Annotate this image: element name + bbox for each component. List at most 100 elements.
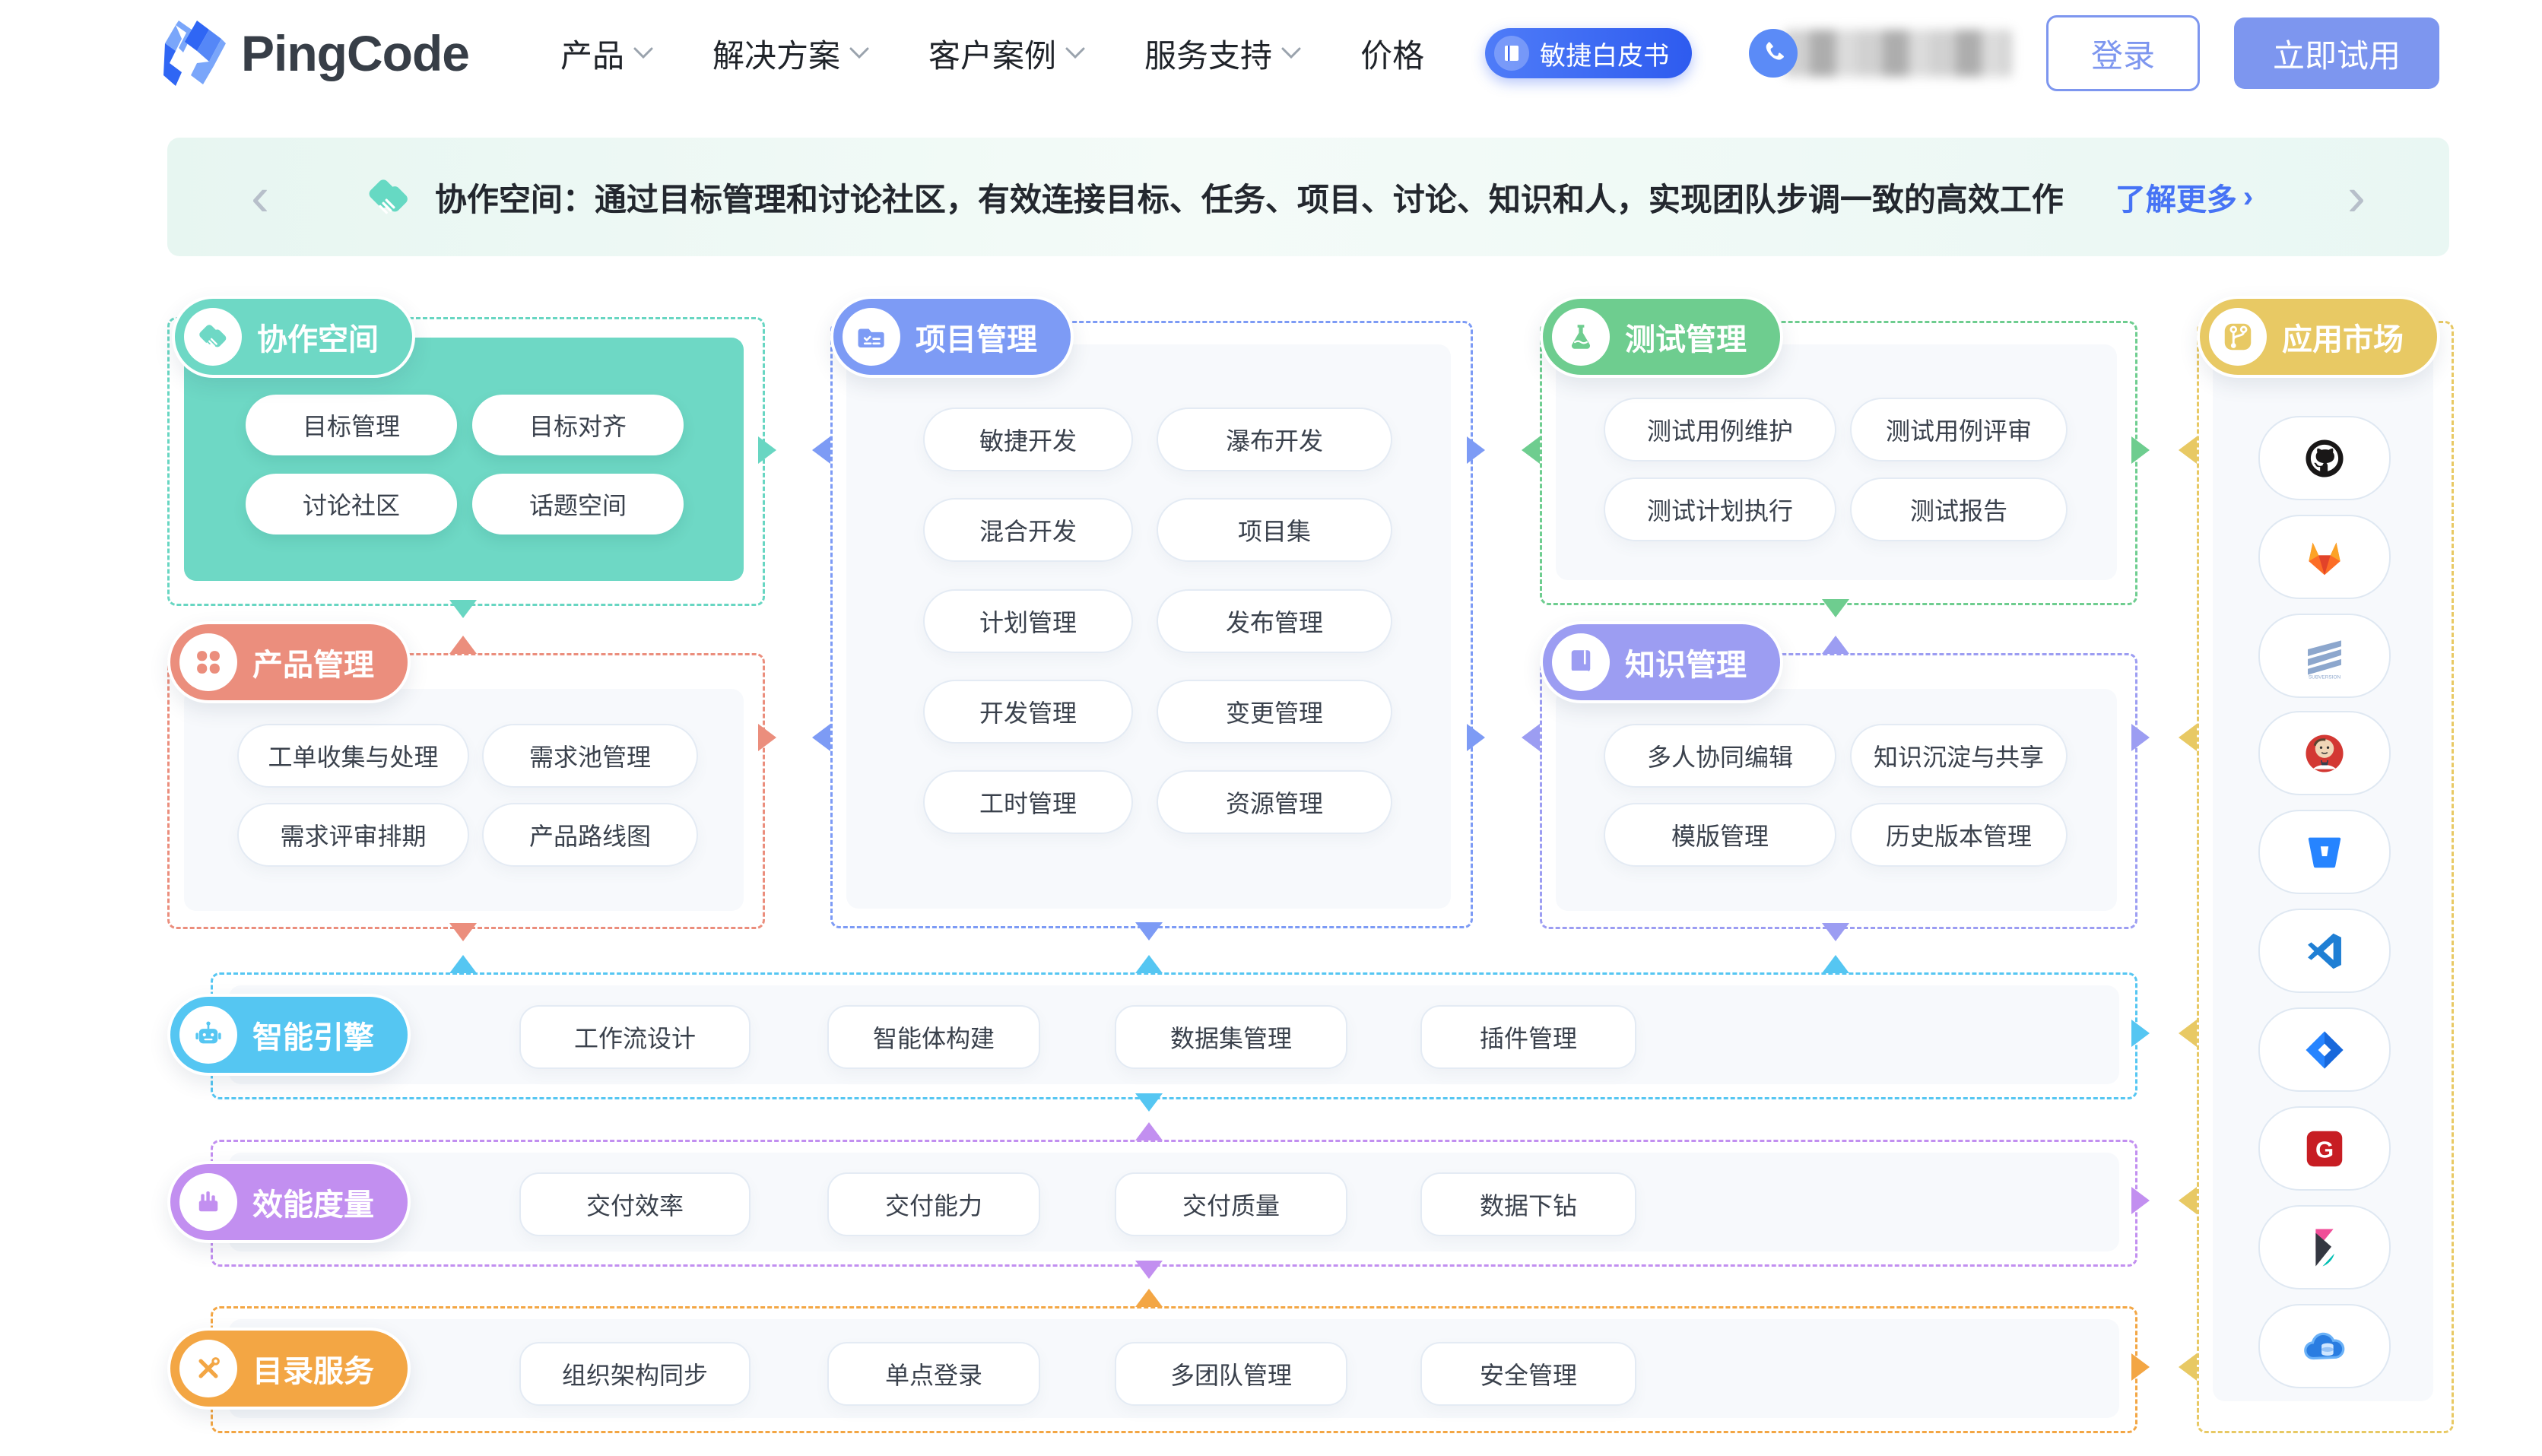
handshake-icon: [184, 308, 242, 366]
flow-arrow: [2179, 1187, 2197, 1214]
flow-arrow: [1135, 1093, 1163, 1112]
main-nav: 产品 解决方案 客户案例 服务支持 价格: [560, 30, 1424, 77]
feature-chip: 数据下钻: [1420, 1172, 1636, 1236]
nav-solutions[interactable]: 解决方案: [712, 30, 869, 77]
feature-chip: 讨论社区: [246, 474, 457, 535]
flow-arrow: [1135, 1289, 1163, 1307]
whitepaper-book-icon: [1494, 36, 1530, 71]
gitee-icon: G: [2306, 1131, 2343, 1166]
feature-chip: 测试用例评审: [1850, 398, 2068, 462]
flow-arrow: [1135, 1261, 1163, 1279]
nav-support[interactable]: 服务支持: [1144, 30, 1301, 77]
feature-chip: 安全管理: [1420, 1342, 1636, 1406]
flow-arrow: [758, 724, 776, 751]
feature-chip: 目标对齐: [472, 395, 684, 455]
feature-chip: 数据集管理: [1115, 1005, 1347, 1069]
banner-text: 协作空间：通过目标管理和讨论社区，有效连接目标、任务、项目、讨论、知识和人，实现…: [434, 181, 2064, 217]
pingcode-logo-icon: [163, 21, 226, 86]
feature-chip: 交付效率: [519, 1172, 751, 1236]
app-item: SUBVERSION: [2258, 614, 2391, 698]
feature-chip: 测试计划执行: [1604, 477, 1836, 541]
flow-arrow: [2131, 1187, 2150, 1214]
feature-chip: 瀑布开发: [1157, 408, 1392, 471]
blurred-phone-number: [1784, 30, 2012, 77]
feature-chip: 工时管理: [923, 770, 1133, 834]
feature-chip: 目标管理: [246, 395, 457, 455]
app-item: G: [2258, 1106, 2391, 1191]
feature-chip: 组织架构同步: [519, 1342, 751, 1406]
handshake-icon: [369, 179, 408, 214]
feature-chip: 单点登录: [827, 1342, 1040, 1406]
chevron-down-icon: [1281, 47, 1301, 59]
jenkins-icon: [2306, 734, 2344, 772]
flow-arrow: [1467, 724, 1485, 751]
chevron-down-icon: [1065, 47, 1085, 59]
flow-arrow: [1135, 955, 1163, 973]
svg-text:SUBVERSION: SUBVERSION: [2309, 674, 2341, 679]
feature-chip: 历史版本管理: [1850, 803, 2068, 867]
metrics-block: 交付效率 交付能力 交付质量 数据下钻: [211, 1140, 2137, 1267]
collab-space-block: 目标管理 目标对齐 讨论社区 话题空间: [167, 317, 765, 606]
clover-icon: [179, 633, 237, 691]
flow-arrow: [1135, 922, 1163, 941]
flow-arrow: [1467, 436, 1485, 464]
ai-engine-block: 工作流设计 智能体构建 数据集管理 插件管理: [211, 972, 2137, 1099]
product-mgmt-title-pill: 产品管理: [167, 621, 411, 703]
flow-arrow: [1822, 599, 1849, 617]
app-item: [2258, 515, 2391, 599]
feature-chip: 发布管理: [1157, 589, 1392, 653]
flow-arrow: [758, 436, 776, 464]
pingcode-logo[interactable]: PingCode: [163, 19, 470, 87]
robot-icon: [179, 1006, 237, 1064]
knowledge-mgmt-panel: [1556, 689, 2117, 911]
nav-products[interactable]: 产品: [560, 30, 653, 77]
test-mgmt-title-pill: 测试管理: [1540, 296, 1783, 378]
nav-cases[interactable]: 客户案例: [928, 30, 1085, 77]
feature-chip: 敏捷开发: [923, 408, 1133, 471]
feature-chip: 计划管理: [923, 589, 1133, 653]
collab-space-title-pill: 协作空间: [172, 296, 415, 378]
directory-service-block: 组织架构同步 单点登录 多团队管理 安全管理: [211, 1306, 2137, 1433]
flow-arrow: [1822, 923, 1849, 941]
feature-chip: 多人协同编辑: [1604, 724, 1836, 788]
flow-arrow: [1822, 636, 1849, 654]
subversion-icon: SUBVERSION: [2308, 639, 2341, 680]
knowledge-mgmt-title-pill: 知识管理: [1540, 621, 1783, 703]
flow-arrow: [2179, 1353, 2197, 1381]
flow-arrow: [812, 436, 830, 464]
feature-chip: 模版管理: [1604, 803, 1836, 867]
project-mgmt-title-pill: 项目管理: [830, 296, 1074, 378]
flow-arrow: [1135, 1122, 1163, 1140]
flow-arrow: [2131, 724, 2150, 751]
feature-chip: 交付能力: [827, 1172, 1040, 1236]
flow-arrow: [2179, 436, 2197, 464]
nav-pricing[interactable]: 价格: [1360, 37, 1425, 74]
jira-icon: [2306, 1030, 2344, 1069]
app-item: [2258, 909, 2391, 993]
collab-space-panel: [184, 338, 744, 581]
banner-learn-more-link[interactable]: 了解更多 ›: [2115, 179, 2254, 217]
cloud-database-icon: [2304, 1332, 2345, 1359]
feature-chip: 混合开发: [923, 498, 1133, 562]
login-button[interactable]: 登录: [2046, 15, 2200, 91]
product-mgmt-block: 工单收集与处理 需求池管理 需求评审排期 产品路线图: [167, 653, 765, 929]
agile-whitepaper-badge[interactable]: 敏捷白皮书: [1485, 28, 1693, 78]
feature-chip: 需求评审排期: [237, 803, 469, 867]
project-mgmt-block: 敏捷开发 瀑布开发 混合开发 项目集 计划管理 发布管理 开发管理 变更管理 工…: [830, 321, 1473, 928]
try-now-button[interactable]: 立即试用: [2234, 17, 2439, 89]
app-item: [2258, 416, 2391, 500]
feature-chip: 工作流设计: [519, 1005, 751, 1069]
flow-arrow: [449, 955, 477, 973]
app-item: [2258, 1304, 2391, 1388]
github-icon: [2306, 439, 2344, 477]
product-mgmt-panel: [184, 689, 744, 911]
feature-chip: 话题空间: [472, 474, 684, 535]
chevron-down-icon: [849, 47, 869, 59]
banner-next-arrow[interactable]: ›: [2347, 167, 2366, 227]
svg-text:G: G: [2315, 1136, 2334, 1163]
test-mgmt-panel: [1556, 344, 2117, 580]
bitbucket-icon: [2308, 837, 2341, 868]
banner-prev-arrow[interactable]: ‹: [251, 167, 269, 227]
app-item: [2258, 1205, 2391, 1289]
